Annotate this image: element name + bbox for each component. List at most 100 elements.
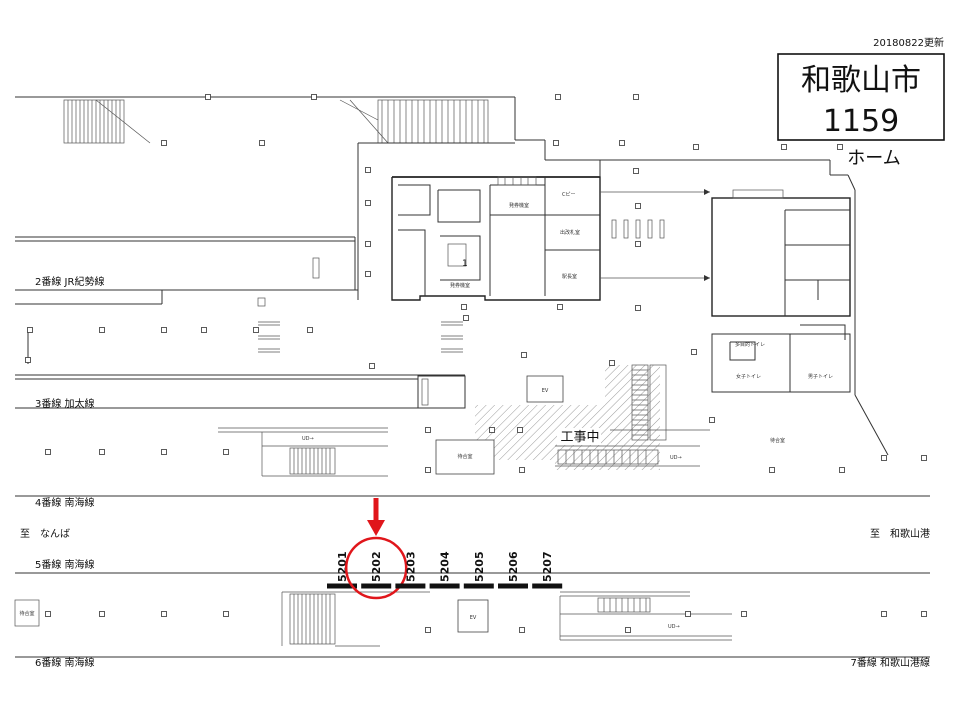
- station-info-box: 和歌山市 1159: [777, 53, 945, 141]
- station-office-label: 駅長室: [562, 273, 577, 280]
- structural-columns: [25, 94, 927, 633]
- column-marker: [259, 140, 265, 146]
- track-3-area: 3番線 加太線: [15, 332, 466, 410]
- column-marker: [223, 611, 229, 617]
- column-marker: [311, 94, 317, 100]
- column-marker: [693, 144, 699, 150]
- waiting-right-label: 待合室: [770, 437, 785, 444]
- upper-right-stairs: [381, 100, 485, 143]
- column-marker: [685, 611, 691, 617]
- position-label-5204[interactable]: 5204: [439, 551, 452, 582]
- column-marker: [555, 94, 561, 100]
- waiting-label: 待合室: [457, 453, 472, 460]
- small-stairs: [257, 297, 463, 353]
- upper-left-stairs: [67, 100, 121, 143]
- station-code: 1159: [823, 104, 899, 139]
- update-date: 20180822更新: [873, 36, 944, 49]
- male-toilet-label: 男子トイレ: [808, 373, 833, 380]
- lower-platform: 待合室 EV UD→: [14, 591, 732, 647]
- column-marker: [553, 140, 559, 146]
- station-name: 和歌山市: [801, 63, 921, 98]
- column-marker: [161, 327, 167, 333]
- ud-label-construction: UD→: [670, 455, 682, 461]
- ticket-label: 出改札室: [560, 229, 580, 236]
- column-marker: [365, 167, 371, 173]
- column-marker: [519, 467, 525, 473]
- track-6-label: 6番線 南海線: [35, 656, 95, 669]
- ud-label-lower: UD→: [668, 624, 680, 630]
- column-marker: [635, 305, 641, 311]
- left-platform-escalator: UD→: [218, 427, 388, 477]
- highlight-arrow: [367, 498, 385, 536]
- column-marker: [921, 455, 927, 461]
- construction-zone: EV 待合室 工事中 UD→: [435, 364, 710, 475]
- track-7-label: 7番線 和歌山港線: [850, 656, 930, 669]
- position-label-5202[interactable]: 5202: [370, 551, 383, 582]
- column-marker: [425, 427, 431, 433]
- construction-label: 工事中: [560, 430, 599, 445]
- station-building: 1 発券機室 Cピー 出改札室 駅長室 発券機室: [391, 160, 601, 301]
- column-marker: [635, 203, 641, 209]
- direction-right: 至 和歌山港: [870, 527, 930, 540]
- column-marker: [161, 449, 167, 455]
- column-marker: [837, 144, 843, 150]
- concourse-label: Cピー: [562, 192, 576, 198]
- column-marker: [709, 417, 715, 423]
- position-label-5203[interactable]: 5203: [404, 551, 417, 582]
- column-marker: [519, 627, 525, 633]
- column-marker: [99, 327, 105, 333]
- column-marker: [161, 611, 167, 617]
- column-marker: [521, 352, 527, 358]
- column-marker: [45, 611, 51, 617]
- column-marker: [45, 449, 51, 455]
- column-marker: [365, 200, 371, 206]
- svg-text:1: 1: [462, 259, 468, 269]
- column-marker: [633, 168, 639, 174]
- column-marker: [769, 467, 775, 473]
- lower-right-steps: [603, 598, 647, 612]
- column-marker: [461, 304, 467, 310]
- column-marker: [619, 140, 625, 146]
- column-marker: [25, 357, 31, 363]
- column-marker: [223, 449, 229, 455]
- lower-construction-stairs: [565, 450, 647, 464]
- track-4-label: 4番線 南海線: [35, 496, 95, 509]
- column-marker: [557, 304, 563, 310]
- lower-left-stairs: [293, 594, 331, 644]
- column-marker: [365, 271, 371, 277]
- column-marker: [633, 94, 639, 100]
- column-marker: [517, 427, 523, 433]
- area-label: ホーム: [847, 148, 900, 169]
- ev-upper-label: EV: [542, 388, 549, 394]
- track-3-label: 3番線 加太線: [35, 397, 95, 410]
- column-marker: [201, 327, 207, 333]
- track-5-label: 5番線 南海線: [35, 558, 95, 571]
- column-marker: [425, 467, 431, 473]
- column-marker: [921, 611, 927, 617]
- track-2-label: 2番線 JR紀勢線: [35, 275, 104, 288]
- column-marker: [161, 140, 167, 146]
- position-label-5207[interactable]: 5207: [541, 551, 554, 582]
- office2-label: 発券機室: [450, 282, 470, 289]
- column-marker: [307, 327, 313, 333]
- column-marker: [99, 611, 105, 617]
- ev-lower-label: EV: [470, 615, 477, 621]
- track-2-area: 2番線 JR紀勢線: [15, 236, 358, 305]
- column-marker: [253, 327, 259, 333]
- column-marker: [635, 241, 641, 247]
- column-marker: [625, 627, 631, 633]
- position-label-5205[interactable]: 5205: [473, 551, 486, 582]
- column-marker: [839, 467, 845, 473]
- left-escalator-steps: [293, 448, 331, 474]
- office1-label: 発券機室: [509, 202, 529, 209]
- right-building: 多目的トイレ 女子トイレ 男子トイレ 待合室: [711, 189, 851, 444]
- column-marker: [609, 360, 615, 366]
- column-marker: [691, 349, 697, 355]
- ud-label-left: UD→: [302, 436, 314, 442]
- multi-toilet-label: 多目的トイレ: [735, 341, 765, 348]
- position-label-5206[interactable]: 5206: [507, 551, 520, 582]
- female-toilet-label: 女子トイレ: [736, 373, 761, 380]
